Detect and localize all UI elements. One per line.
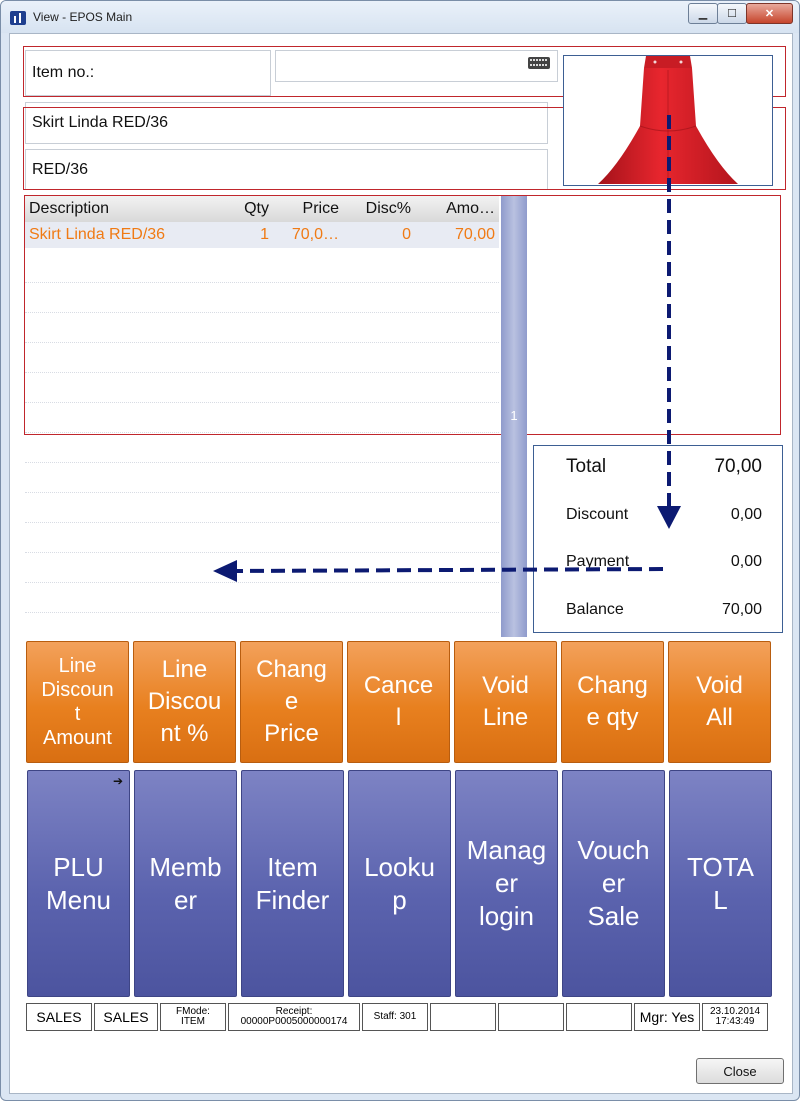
- client-area: Item no.: Skirt Linda RED/36 RED/36: [9, 33, 793, 1094]
- balance-value: 70,00: [721, 601, 762, 618]
- status-date: 23.10.2014: [709, 1006, 761, 1017]
- totals-panel: Total 70,00 Discount 0,00 Payment 0,00 B…: [533, 445, 783, 633]
- status-empty-2: [498, 1003, 564, 1031]
- arrow-right-icon: ➔: [112, 774, 123, 788]
- grid-scrollbar[interactable]: 1: [501, 196, 527, 637]
- line-discount-percent-button[interactable]: Line Discou nt %: [133, 641, 236, 763]
- grid-line: [25, 612, 499, 613]
- grid-line: [25, 582, 499, 583]
- status-fmode: FMode: ITEM: [160, 1003, 226, 1031]
- status-time: 17:43:49: [715, 1016, 755, 1027]
- grid-line: [25, 372, 499, 373]
- status-staff: Staff: 301: [362, 1003, 428, 1031]
- total-row: Total 70,00: [534, 456, 782, 478]
- grid-highlight: [24, 195, 781, 435]
- payment-value: 0,00: [730, 553, 762, 570]
- grid-line: [25, 492, 499, 493]
- app-icon: [10, 11, 26, 25]
- grid-line: [25, 462, 499, 463]
- discount-row: Discount 0,00: [534, 506, 782, 524]
- description-highlight: [23, 107, 786, 190]
- fmode-value: ITEM: [181, 1016, 205, 1027]
- close-button[interactable]: Close: [696, 1058, 784, 1084]
- change-qty-button[interactable]: Chang e qty: [561, 641, 664, 763]
- balance-row: Balance 70,00: [534, 601, 782, 619]
- cancel-button[interactable]: Cance l: [347, 641, 450, 763]
- status-mode-2: SALES: [94, 1003, 158, 1031]
- grid-header: Description Qty Price Disc% Amo…: [25, 196, 499, 222]
- manager-login-button[interactable]: Manag er login: [455, 770, 558, 997]
- lookup-button[interactable]: Looku p: [348, 770, 451, 997]
- total-label: Total: [566, 456, 607, 477]
- voucher-sale-button[interactable]: Vouch er Sale: [562, 770, 665, 997]
- status-empty-3: [566, 1003, 632, 1031]
- plu-menu-label: PLU Menu: [45, 851, 112, 915]
- item-no-highlight: [23, 46, 786, 97]
- balance-label: Balance: [566, 601, 624, 618]
- line-discount-amount-button[interactable]: Line Discoun t Amount: [26, 641, 129, 763]
- status-bar: SALES SALES FMode: ITEM Receipt: 00000P0…: [26, 1003, 776, 1031]
- skirt-image-icon: [598, 56, 738, 184]
- status-receipt: Receipt: 00000P0005000000174: [228, 1003, 360, 1031]
- item-no-input[interactable]: [275, 50, 558, 82]
- header-qty[interactable]: Qty: [244, 200, 269, 217]
- fmode-label: FMode:: [176, 1006, 210, 1017]
- total-value: 70,00: [714, 456, 762, 477]
- grid-line: [25, 522, 499, 523]
- grid-line: [25, 402, 499, 403]
- plu-menu-button[interactable]: PLU Menu ➔: [27, 770, 130, 997]
- row-amount: 70,00: [454, 226, 495, 243]
- grid-line: [25, 282, 499, 283]
- header-amount[interactable]: Amo…: [446, 200, 495, 217]
- void-all-button[interactable]: Void All: [668, 641, 771, 763]
- row-qty: 1: [260, 226, 269, 243]
- minimize-button[interactable]: ▁: [688, 3, 718, 24]
- item-no-label: Item no.:: [25, 50, 271, 96]
- scroll-page-number: 1: [510, 408, 518, 423]
- product-image: [563, 55, 773, 186]
- receipt-label: Receipt:: [275, 1006, 313, 1017]
- window-controls: ▁ ☐ ✕: [688, 3, 793, 24]
- member-button[interactable]: Memb er: [134, 770, 237, 997]
- table-row[interactable]: Skirt Linda RED/36 1 70,0… 0 70,00: [25, 222, 499, 248]
- close-window-button[interactable]: ✕: [746, 3, 793, 24]
- discount-value: 0,00: [730, 506, 762, 523]
- status-manager: Mgr: Yes: [634, 1003, 700, 1031]
- grid-line: [25, 342, 499, 343]
- payment-row: Payment 0,00: [534, 553, 782, 571]
- row-description: Skirt Linda RED/36: [29, 226, 166, 243]
- header-price[interactable]: Price: [302, 200, 339, 217]
- receipt-value: 00000P0005000000174: [240, 1016, 348, 1027]
- status-datetime: 23.10.2014 17:43:49: [702, 1003, 768, 1031]
- total-button[interactable]: TOTA L: [669, 770, 772, 997]
- row-disc: 0: [402, 226, 411, 243]
- status-mode-1: SALES: [26, 1003, 92, 1031]
- payment-label: Payment: [566, 553, 630, 570]
- status-empty-1: [430, 1003, 496, 1031]
- void-line-button[interactable]: Void Line: [454, 641, 557, 763]
- title-bar[interactable]: View - EPOS Main ▁ ☐ ✕: [1, 1, 799, 33]
- grid-line: [25, 312, 499, 313]
- sales-grid[interactable]: Description Qty Price Disc% Amo… Skirt L…: [25, 196, 499, 434]
- grid-line: [25, 432, 499, 433]
- maximize-button[interactable]: ☐: [717, 3, 747, 24]
- row-price: 70,0…: [291, 226, 339, 243]
- item-description-field: Skirt Linda RED/36: [25, 102, 548, 144]
- grid-line: [25, 552, 499, 553]
- discount-label: Discount: [566, 506, 629, 523]
- header-disc[interactable]: Disc%: [365, 200, 411, 217]
- window-title: View - EPOS Main: [33, 10, 133, 24]
- item-finder-button[interactable]: Item Finder: [241, 770, 344, 997]
- change-price-button[interactable]: Chang e Price: [240, 641, 343, 763]
- header-description[interactable]: Description: [29, 200, 110, 217]
- item-variant-field: RED/36: [25, 149, 548, 190]
- keyboard-icon[interactable]: [528, 57, 550, 69]
